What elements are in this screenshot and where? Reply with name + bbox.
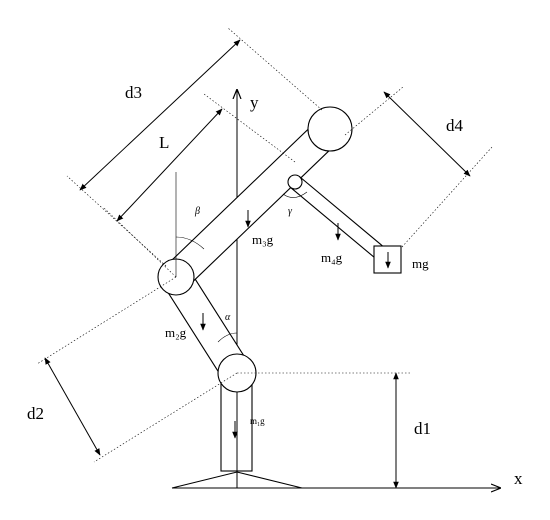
d4-label: d4: [446, 116, 464, 135]
mg-label: mg: [412, 256, 429, 271]
alpha-label: α: [225, 312, 231, 323]
d2-ext-top: [36, 276, 177, 365]
d3-ext-bottom: [66, 175, 167, 267]
beta-label: β: [194, 206, 200, 217]
y-axis-label: y: [250, 93, 259, 112]
wrist-joint: [287, 174, 303, 190]
L-label: L: [159, 133, 169, 152]
m4g-label: m₄g: [321, 250, 343, 265]
d4-ext-top: [344, 86, 404, 136]
d2-label: d2: [27, 404, 44, 423]
d1-label: d1: [414, 419, 431, 438]
m3g-label: m₃g: [252, 232, 274, 247]
d2-dimension: [44, 357, 101, 456]
d4-dimension: [383, 91, 471, 177]
m1g-label: m₁g: [250, 416, 265, 426]
x-axis-label: x: [514, 469, 523, 488]
m2g-label: m₂g: [165, 325, 187, 340]
d3-label: d3: [125, 83, 142, 102]
L-dimension: [116, 108, 223, 222]
d3-dimension: [79, 39, 241, 191]
alpha-arc: [217, 332, 238, 343]
d3-ext-top: [227, 27, 323, 111]
top-joint: [307, 106, 353, 152]
gamma-label: γ: [288, 206, 293, 217]
d2-ext-bottom: [93, 372, 238, 463]
gamma-arc: [282, 191, 308, 198]
beta-arc: [175, 236, 205, 250]
d4-ext-bottom: [401, 146, 493, 248]
